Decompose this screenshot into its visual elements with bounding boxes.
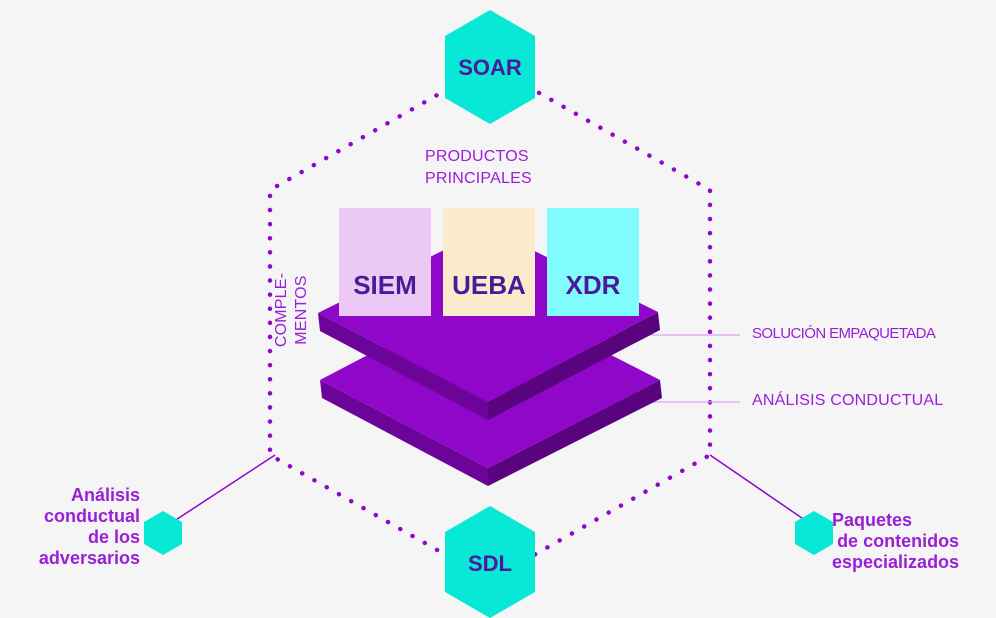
product-box-siem <box>339 208 431 316</box>
left-connector-line <box>164 454 276 528</box>
complementos-line-2: MENTOS <box>293 275 310 345</box>
right-connector-line <box>709 454 816 528</box>
product-label-xdr: XDR <box>565 270 621 300</box>
productos-principales-line-2: PRINCIPALES <box>425 170 532 187</box>
left-label-line-3: de los <box>87 527 140 547</box>
left-label-line-2: conductual <box>43 506 140 526</box>
small-hexagon-left <box>144 511 182 555</box>
hexagon-label-soar: SOAR <box>458 55 522 80</box>
product-box-xdr <box>547 208 639 316</box>
left-label-line-1: Análisis <box>70 485 140 505</box>
product-label-siem: SIEM <box>353 270 417 300</box>
dotted-hexagon-outline <box>267 62 713 583</box>
productos-principales-line-1: PRODUCTOS <box>425 148 529 165</box>
product-label-ueba: UEBA <box>452 270 526 300</box>
hexagon-label-sdl: SDL <box>468 551 512 576</box>
right-label-line-1: Paquetes <box>832 510 913 530</box>
layer-label-analisis-conductual: ANÁLISIS CONDUCTUAL <box>752 392 944 409</box>
small-hexagon-right <box>795 511 833 555</box>
productos-principales-label: PRODUCTOS PRINCIPALES <box>425 146 532 190</box>
hexagon-sdl <box>445 506 535 618</box>
layer-label-solucion-empaquetada: SOLUCIÓN EMPAQUETADA <box>752 325 936 342</box>
complementos-label: COMPLE- MENTOS <box>272 240 312 380</box>
left-label-analisis-adversarios: Análisis conductual de los adversarios <box>20 485 140 569</box>
right-label-line-2: de contenidos <box>837 531 960 551</box>
product-box-ueba <box>443 208 535 316</box>
complementos-line-1: COMPLE- <box>273 272 290 348</box>
left-label-line-4: adversarios <box>38 548 140 568</box>
hexagon-soar <box>445 10 535 124</box>
right-label-paquetes-contenidos: Paquetes de contenidos especializados <box>832 510 959 573</box>
right-label-line-3: especializados <box>832 552 960 572</box>
